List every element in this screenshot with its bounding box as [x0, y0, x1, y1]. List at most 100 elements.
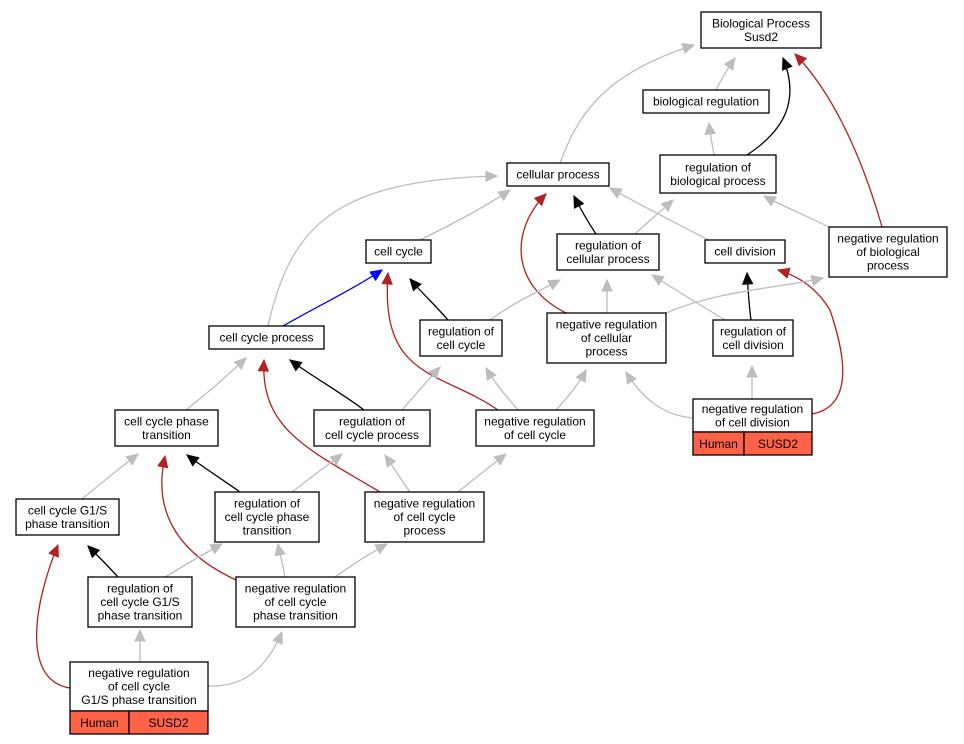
term-label-line: of cell division [715, 415, 790, 429]
arrowhead [493, 453, 507, 466]
term-label-line: Biological Process [712, 16, 810, 30]
term-label-line: phase transition [25, 517, 110, 531]
term-box [828, 226, 948, 278]
edge-is-a [419, 189, 512, 241]
arrowhead [48, 543, 59, 558]
term-label-line: transition [243, 524, 292, 538]
term-box [642, 89, 770, 114]
edge-regulates [186, 454, 241, 493]
term-box [556, 233, 660, 271]
term-box [69, 661, 209, 712]
go-term-cell-cycle[interactable]: cell cycle [365, 239, 432, 264]
term-label-line: phase transition [253, 609, 338, 623]
term-label-line: Susd2 [744, 30, 778, 44]
term-label-line: cell cycle [374, 245, 423, 259]
edge-is-a [267, 170, 499, 327]
term-label-line: process [867, 259, 909, 273]
edge-line [419, 189, 511, 241]
term-label-line: phase transition [98, 609, 183, 623]
arrowhead [125, 453, 139, 466]
edge-line [267, 175, 498, 327]
term-label-line: regulation of [685, 160, 752, 174]
term-label-line: process [585, 345, 627, 359]
gene-cell [128, 710, 209, 735]
arrowhead [533, 193, 547, 207]
arrowhead [810, 274, 825, 287]
term-label-line: regulation of [428, 324, 495, 338]
term-label-line: process [403, 524, 445, 538]
term-label-line: cellular process [566, 252, 649, 266]
term-box [214, 491, 320, 543]
edge-line [386, 272, 499, 411]
term-label-line: negative regulation [556, 318, 657, 332]
gene-label: SUSD2 [758, 437, 798, 451]
edge-negatively-regulates [35, 543, 71, 689]
edge-regulates [741, 271, 754, 321]
edge-is-a [291, 453, 343, 493]
arrowhead [547, 279, 562, 291]
term-box [700, 11, 822, 49]
edge-negatively-regulates [156, 454, 237, 581]
edge-regulates [87, 545, 119, 578]
edge-is-a [81, 453, 139, 500]
term-label-line: regulation of [575, 238, 642, 252]
arrowhead [427, 366, 441, 380]
term-box [365, 239, 432, 264]
arrowhead [329, 453, 343, 466]
edge-line [207, 631, 283, 687]
edge-regulates [289, 359, 365, 411]
term-label-line: negative regulation [245, 582, 346, 596]
arrowhead [257, 358, 270, 372]
go-term-cell-cycle-process[interactable]: cell cycle process [208, 325, 325, 350]
arrowhead [87, 545, 101, 559]
arrowhead [681, 43, 696, 55]
arrowhead [209, 543, 224, 555]
edge-is-a [650, 274, 726, 321]
arrowhead [485, 170, 499, 183]
term-box [546, 312, 667, 364]
edge-line [282, 269, 383, 327]
arrowhead [704, 121, 717, 136]
edge-negatively-regulates [381, 271, 499, 411]
go-term-cellular-process[interactable]: cellular process [506, 162, 610, 187]
term-label-line: biological process [670, 174, 765, 188]
term-label-line: of cell cycle [108, 680, 170, 694]
arrowhead [723, 57, 736, 71]
term-label-line: negative regulation [702, 402, 803, 416]
arrowhead [573, 194, 585, 209]
term-box [15, 498, 120, 536]
arrowhead [741, 271, 754, 285]
arrowhead [369, 269, 384, 282]
edge-is-a [384, 454, 411, 493]
go-term-cell-division[interactable]: cell division [704, 239, 786, 264]
term-label-line: regulation of [107, 582, 174, 596]
go-term-biological-regulation[interactable]: biological regulation [642, 89, 770, 114]
edge-line [746, 57, 791, 156]
term-box [419, 319, 503, 357]
edge-is-a [601, 278, 613, 314]
term-label-line: regulation of [720, 324, 787, 338]
term-label-line: cell cycle [437, 338, 486, 352]
term-label-line: negative regulation [374, 497, 475, 511]
term-label-line: G1/S phase transition [81, 693, 196, 707]
arrowhead [289, 359, 303, 372]
edge-is-a [559, 43, 696, 164]
